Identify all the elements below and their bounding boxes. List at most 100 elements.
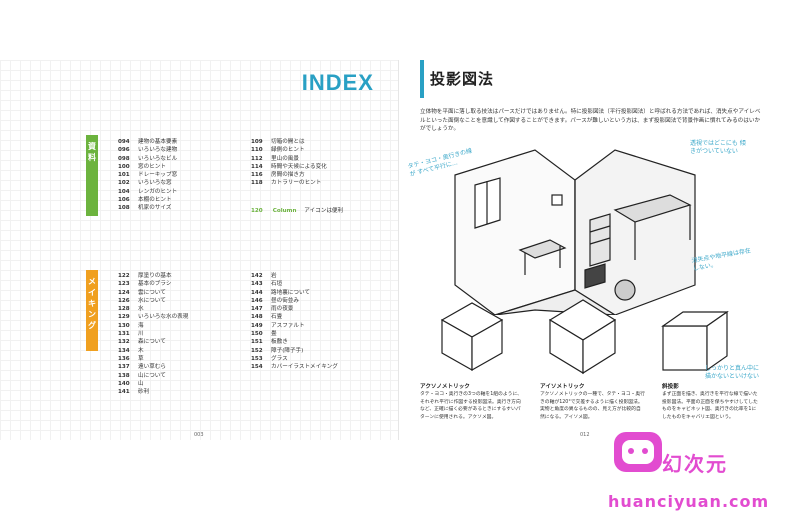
index-entry-page: 142	[251, 273, 263, 279]
index-entry-page: 144	[251, 289, 263, 296]
index-entry-page: 154	[251, 364, 263, 371]
index-entry-title: 草	[138, 355, 144, 362]
index-entry: 104 レンガのヒント	[118, 188, 177, 196]
index-entry-page: 102	[118, 180, 130, 187]
desk	[518, 239, 567, 259]
index-entry-title: 本棚のヒント	[138, 197, 172, 204]
index-entry-page: 141	[118, 389, 130, 396]
index-entry: 131 川	[118, 330, 188, 338]
watermark-url: huanciyuan.com	[608, 492, 770, 511]
index-entry-page: 098	[118, 155, 130, 162]
dresser	[589, 213, 611, 267]
index-entry: 112 里山の風景	[251, 155, 327, 163]
index-entry-page: 143	[251, 281, 263, 288]
rug	[614, 279, 636, 301]
index-entry-title: グラス	[271, 355, 288, 362]
intro-text: 立体物を平面に落し取る技法はパースだけではありません。特に投影図法（平行投影図法…	[420, 109, 761, 132]
index-entry-page: 128	[118, 306, 130, 313]
index-entry-page: 131	[118, 331, 130, 338]
index-entry: 110 緑側のヒント	[251, 146, 327, 154]
index-entry: 152 障子(障子手)	[251, 347, 338, 355]
index-entry-page: 148	[251, 314, 263, 321]
index-entry-page: 153	[251, 355, 263, 362]
index-entry-page: 132	[118, 339, 130, 346]
index-entry-page: 149	[251, 322, 263, 329]
index-entry-title: ドレーキップ窓	[138, 172, 178, 179]
index-entry-title: カバーイラストメイキング	[271, 364, 338, 371]
index-entry-page: 129	[118, 314, 130, 321]
index-entry-title: 切箱の開とは	[271, 139, 305, 145]
index-entry-title: 緑側のヒント	[271, 147, 305, 154]
index-entry-page: 137	[118, 364, 130, 371]
index-entry-title: 基本のブラシ	[138, 281, 172, 288]
index-entry-title: 水	[138, 306, 144, 313]
index-entry-page: 112	[251, 155, 263, 162]
index-entry-title: 海	[138, 322, 144, 329]
index-entry-page: 104	[118, 188, 130, 195]
index-entry-page: 122	[118, 273, 130, 279]
index-entry-title: 石畳	[271, 314, 283, 321]
index-entry-title: 厚塗りの基本	[138, 273, 172, 279]
index-entry-page: 134	[118, 347, 130, 354]
index-entry-page: 147	[251, 306, 263, 313]
index-entry-page: 110	[251, 147, 263, 154]
index-entry: 154 カバーイラストメイキング	[251, 363, 338, 371]
index-entry-title: 雲について	[138, 289, 166, 296]
index-entry-page: 116	[251, 172, 263, 179]
index-entry-title: いろいろな窓	[138, 180, 172, 187]
index-column-item: 120 Column アイコンは便利	[251, 206, 343, 214]
index-entry-title: 里山の風景	[271, 155, 299, 162]
index-entry-page: 118	[251, 180, 263, 187]
index-entry: 130 海	[118, 322, 188, 330]
cube-isometric-text: アクソノメトリックの一種で、タテ・ヨコ・奥行きの軸が120°で交差するように描く…	[540, 392, 645, 420]
right-page-number: 012	[580, 432, 590, 438]
index-entry-page: 114	[251, 163, 263, 170]
index-entry-page: 138	[118, 372, 130, 379]
index-entry-page: 152	[251, 347, 263, 354]
index-entry-title: 遠い草むら	[138, 364, 166, 371]
index-entry-title: 水について	[138, 297, 166, 304]
left-page-number: 003	[194, 432, 204, 438]
index-entry-page: 123	[118, 281, 130, 288]
column-text: アイコンは便利	[304, 208, 344, 214]
index-entry: 148 石畳	[251, 313, 338, 321]
index-entry: 123 基本のブラシ	[118, 280, 188, 288]
isometric-room-illustration	[454, 149, 696, 315]
axonometric-cube	[440, 302, 504, 372]
index-entry: 138 山について	[118, 372, 188, 380]
index-entry-title: 山について	[138, 372, 166, 379]
index-entry-title: アスファルト	[271, 322, 305, 329]
index-entry: 122 厚塗りの基本	[118, 272, 188, 280]
index-entry-title: 木	[138, 347, 144, 354]
index-entry-title: 昼の街並み	[271, 297, 299, 304]
index-entry: 106 本棚のヒント	[118, 196, 177, 204]
index-entry: 134 木	[118, 347, 188, 355]
index-entry-page: 106	[118, 197, 130, 204]
index-entry-title: 板敷き	[271, 339, 288, 346]
index-entry-title: レンガのヒント	[138, 188, 178, 195]
cube-isometric-title: アイソメトリック	[540, 384, 585, 390]
index-entry-page: 108	[118, 205, 130, 212]
wall-clock	[551, 194, 563, 206]
page-title: 投影図法	[430, 70, 495, 88]
index-entry-title: 山	[138, 380, 144, 387]
index-entry-title: 川	[138, 331, 144, 338]
index-entry-page: 130	[118, 322, 130, 329]
index-entry-page: 150	[251, 331, 263, 338]
index-entry-title: 机家のサイズ	[138, 205, 172, 212]
index-entry-page: 100	[118, 163, 130, 170]
title-accent-bar	[420, 60, 424, 98]
index-entry-title: 障子(障子手)	[271, 347, 304, 354]
